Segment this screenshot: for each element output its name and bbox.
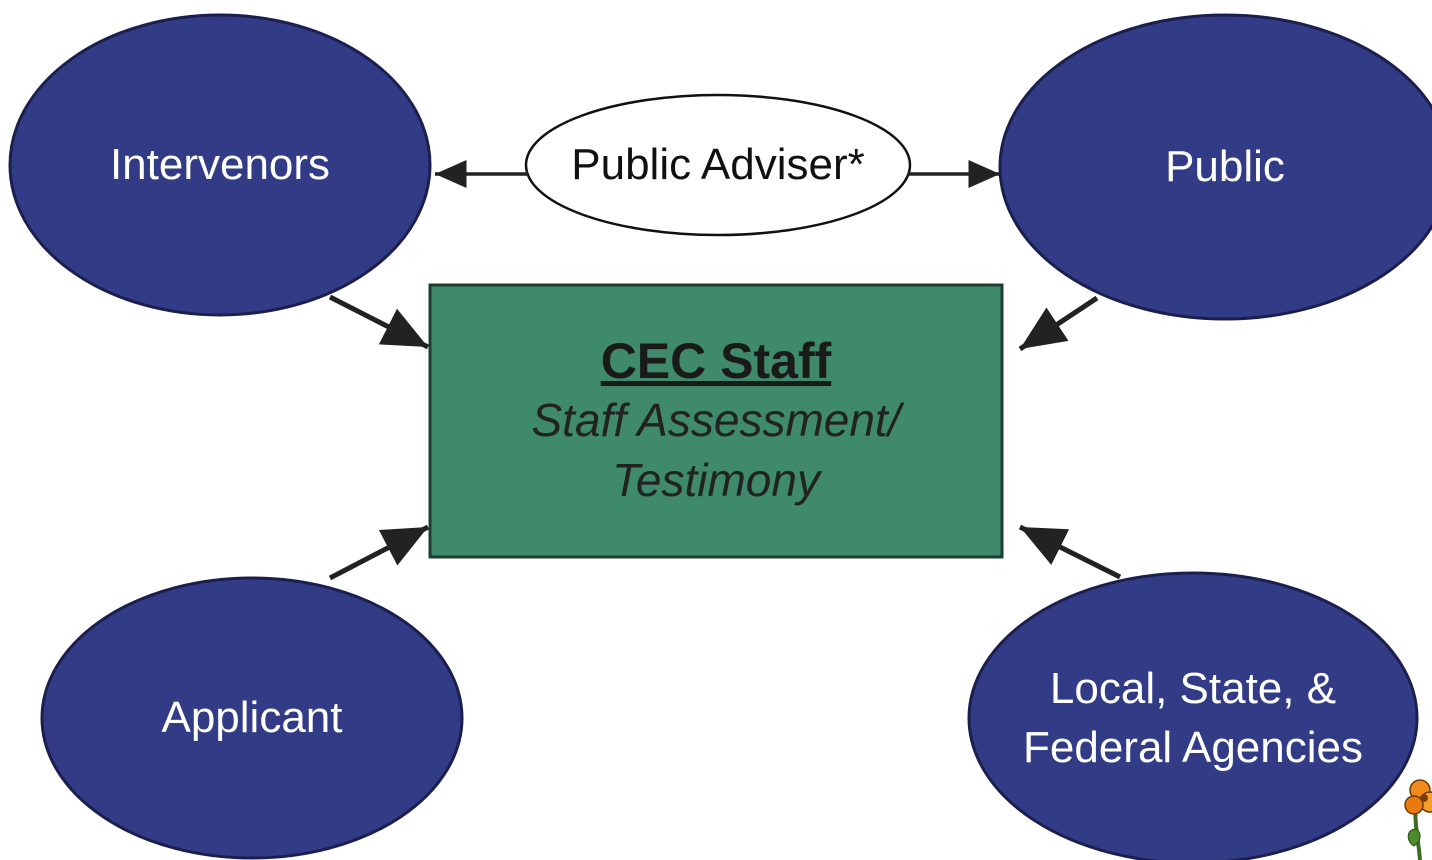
public-label: Public bbox=[1165, 142, 1285, 192]
poppy-flower-icon bbox=[1404, 779, 1432, 860]
cec-staff-title: CEC Staff bbox=[600, 333, 832, 390]
agencies-label: Local, State, & Federal Agencies bbox=[969, 573, 1417, 860]
intervenors-label: Intervenors bbox=[109, 140, 331, 190]
cec-staff-box bbox=[428, 283, 1004, 559]
applicant-node bbox=[40, 576, 464, 860]
agencies-label-line2: Federal Agencies bbox=[1023, 723, 1363, 772]
edge-applicant-to-staff bbox=[328, 524, 430, 581]
cec-staff-subtitle-line2: Testimony bbox=[612, 454, 820, 506]
edge-intervenors-to-staff bbox=[328, 294, 430, 350]
public-adviser-label: Public Adviser* bbox=[571, 140, 865, 189]
edge-agencies-to-staff bbox=[1018, 524, 1122, 580]
edge-public-to-staff bbox=[1018, 295, 1099, 352]
public-node bbox=[998, 13, 1432, 321]
cec-staff-subtitle-line1: Staff Assessment/ bbox=[531, 394, 901, 447]
agencies-label-line1: Local, State, & bbox=[1049, 663, 1337, 713]
public-adviser-node bbox=[524, 93, 912, 237]
agencies-node bbox=[967, 571, 1419, 860]
applicant-label: Applicant bbox=[161, 693, 343, 743]
intervenors-node bbox=[8, 13, 432, 317]
cec-staff-content: CEC Staff Staff Assessment/ Testimony bbox=[430, 285, 1002, 557]
